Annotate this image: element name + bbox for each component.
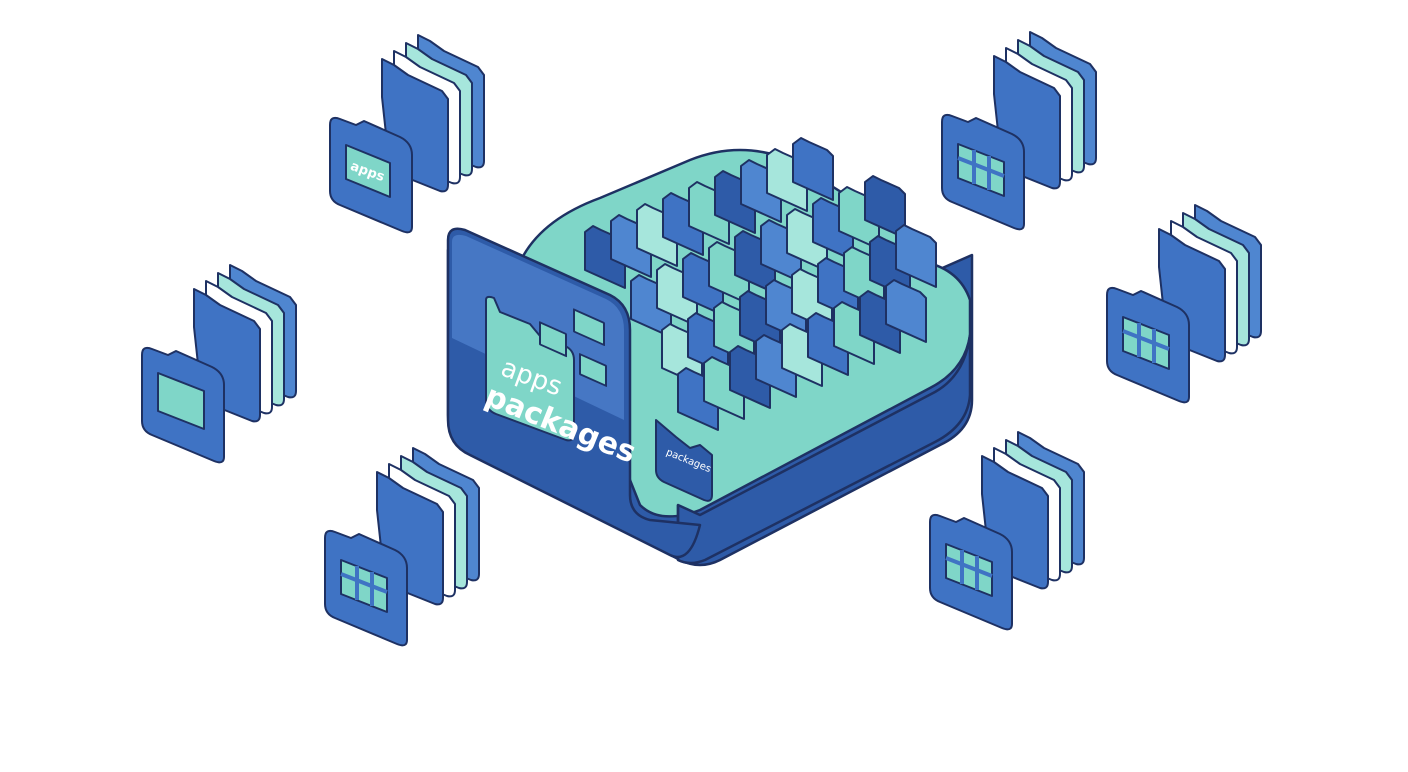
folder-stack-top-right bbox=[941, 31, 1097, 231]
box-front-panel: apps packages bbox=[446, 227, 702, 559]
grid-layout-icon bbox=[945, 543, 993, 597]
box-files bbox=[584, 137, 937, 431]
inner-packages-folder: packages bbox=[655, 419, 713, 502]
box-file-28 bbox=[895, 224, 937, 288]
apps-folder-icon bbox=[485, 295, 575, 442]
box-right-wall bbox=[676, 333, 972, 565]
grid-layout-icon bbox=[957, 143, 1005, 197]
box-file-37 bbox=[885, 279, 927, 343]
folder-stack-middle-left bbox=[141, 264, 297, 464]
grid-layout-icon bbox=[340, 559, 388, 613]
box-file-8 bbox=[792, 137, 834, 201]
window-icon bbox=[157, 372, 205, 430]
folder-stack-top-left: apps bbox=[329, 34, 485, 234]
apps-label-icon: apps bbox=[345, 144, 391, 198]
folder-stack-bottom-left bbox=[324, 447, 480, 647]
folder-stacks: apps bbox=[141, 31, 1262, 647]
grid-layout-icon bbox=[1122, 316, 1170, 370]
folder-stack-middle-right bbox=[1106, 204, 1262, 404]
folder-stack-bottom-right bbox=[929, 431, 1085, 631]
